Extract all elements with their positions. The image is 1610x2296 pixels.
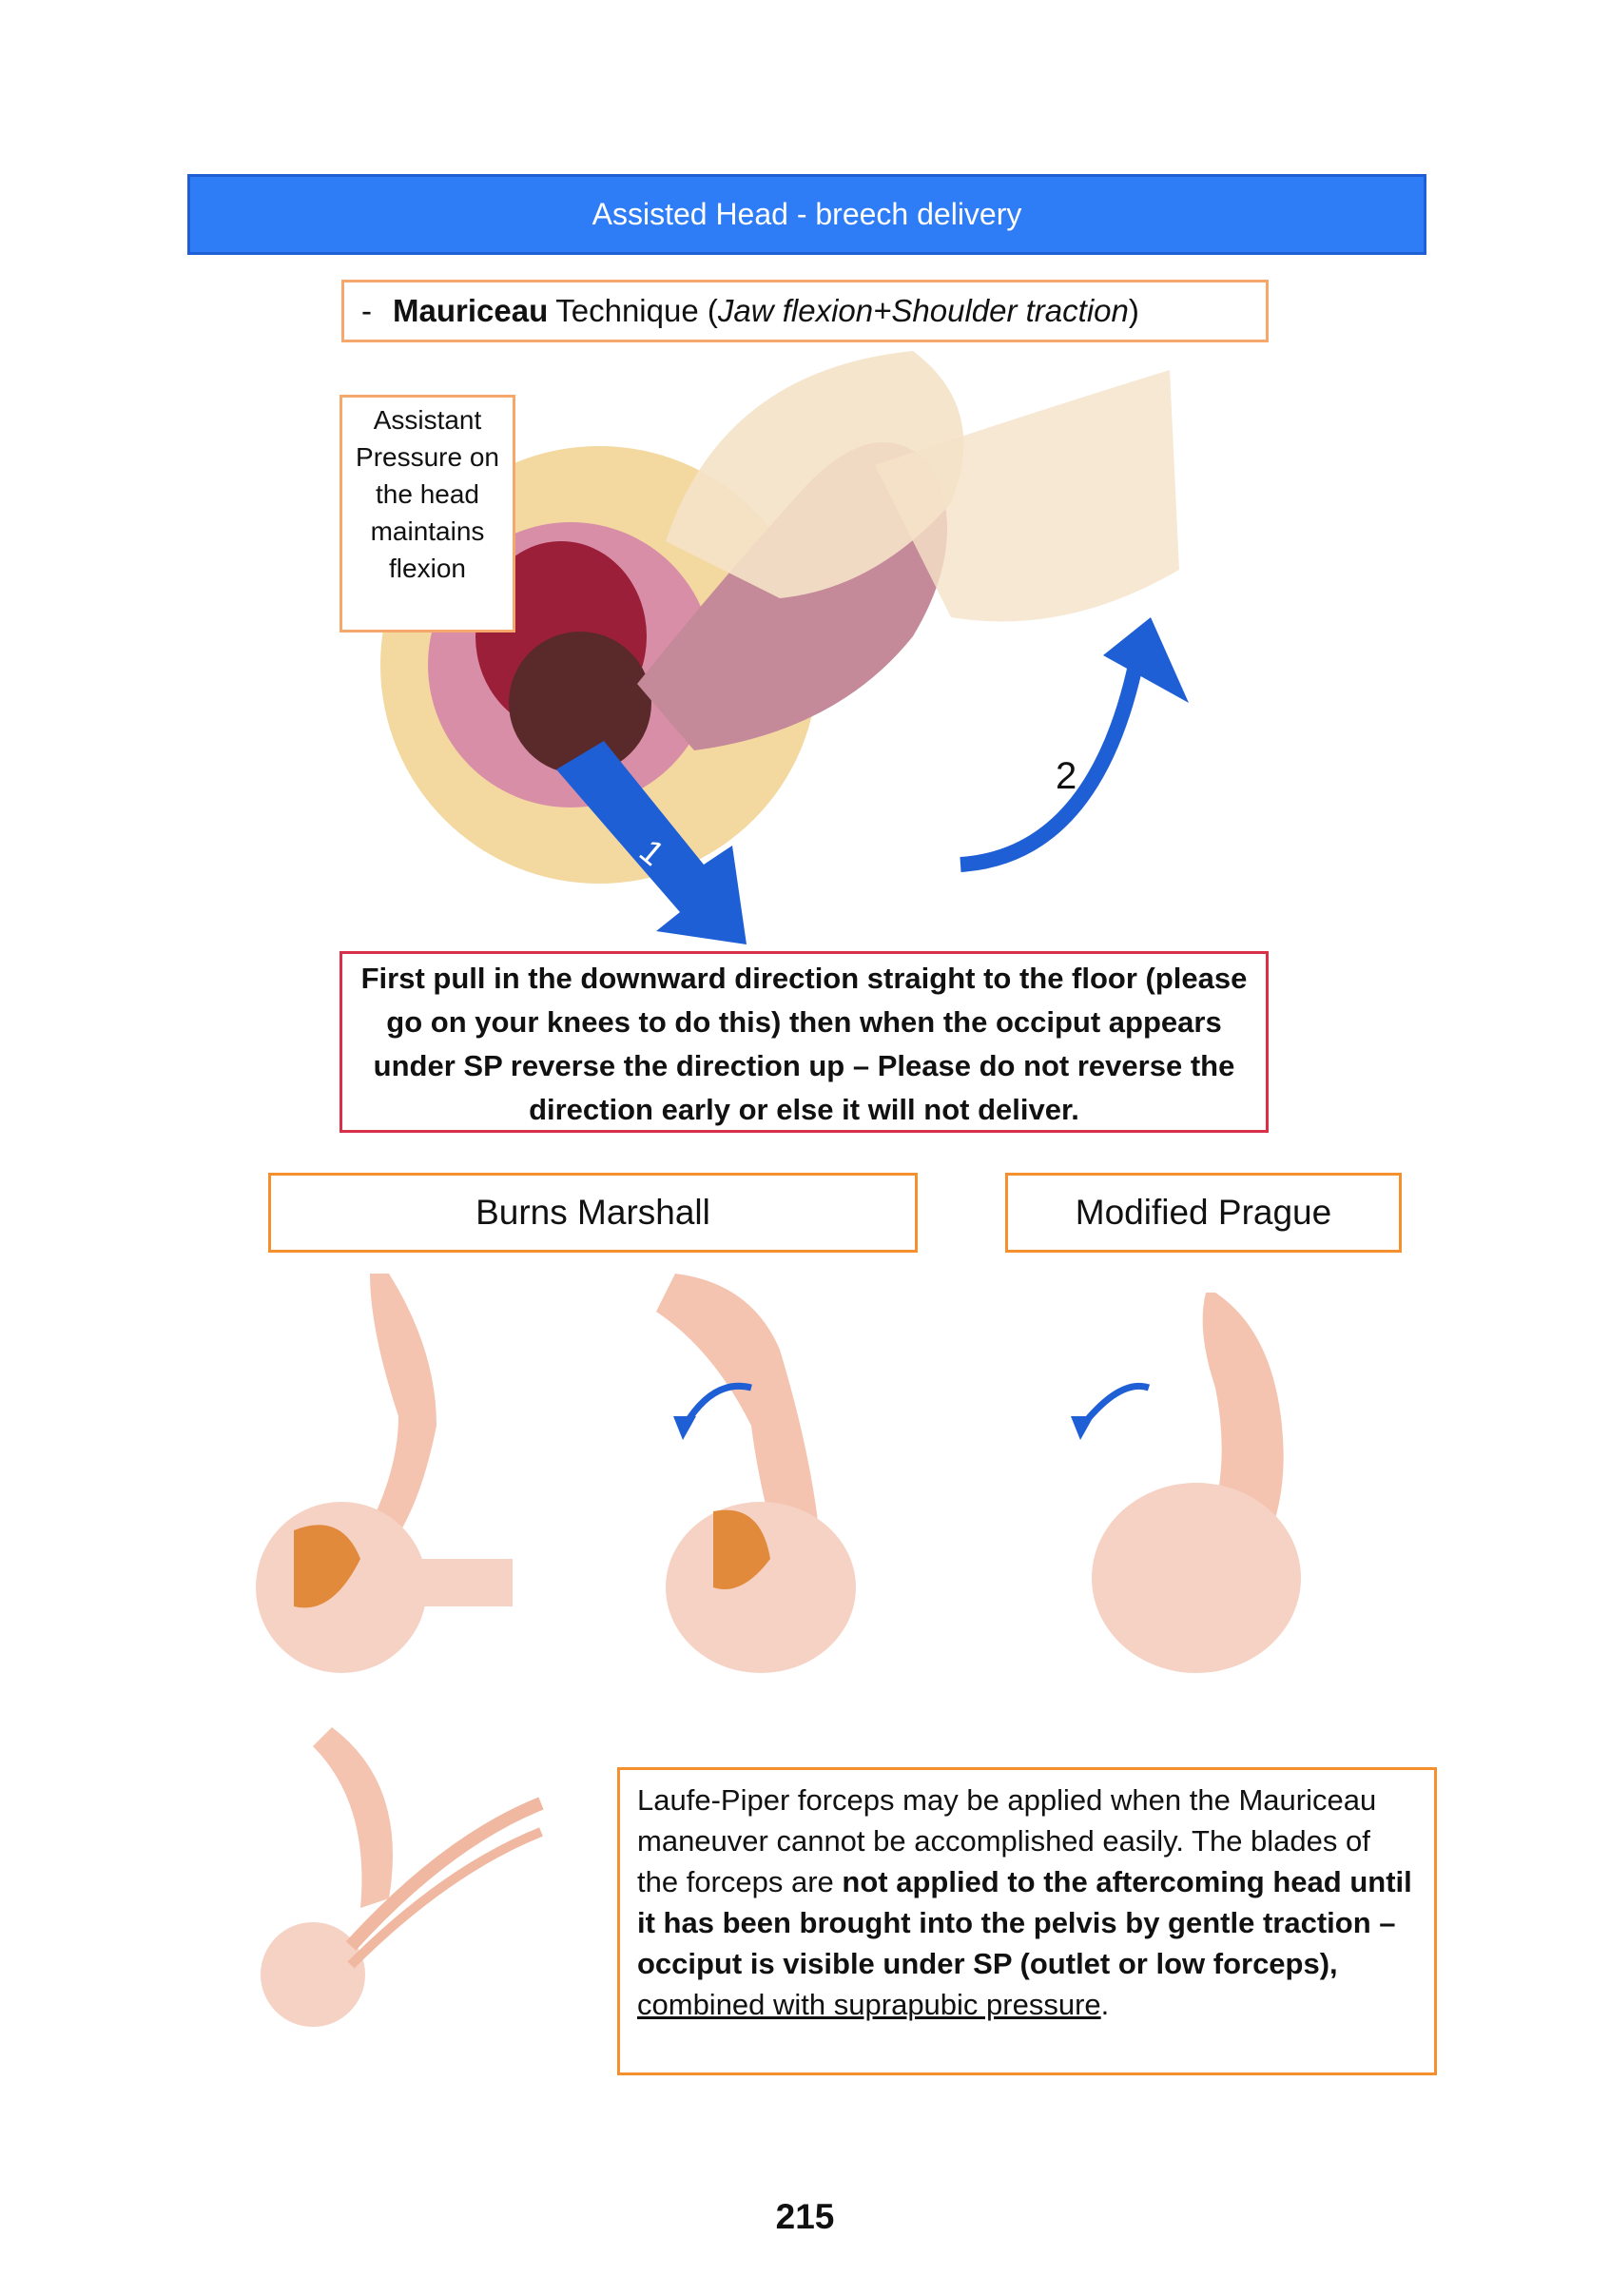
hand-shape-2 (875, 370, 1179, 622)
modified-prague-illustration (1071, 1293, 1301, 1673)
upward-arrow-icon (960, 617, 1189, 872)
forceps-illustration (261, 1727, 544, 2027)
forceps-note: Laufe-Piper forceps may be applied when … (617, 1767, 1437, 2075)
forceps-note-underlined: combined with suprapubic pressure (637, 1988, 1101, 2021)
bullet-dash: - (361, 293, 372, 328)
fetal-head (509, 632, 651, 774)
arrow-2-label: 2 (1056, 755, 1077, 797)
instruction-box: First pull in the downward direction str… (339, 951, 1269, 1133)
modified-prague-label: Modified Prague (1005, 1173, 1402, 1253)
technique-word: Technique (555, 293, 699, 328)
section-header: Assisted Head - breech delivery (187, 174, 1426, 255)
page-number: 215 (775, 2197, 835, 2236)
assistant-note: Assistant Pressure on the head maintains… (339, 395, 515, 632)
technique-name: Mauriceau (393, 293, 549, 328)
technique-detail: Jaw flexion+Shoulder traction (717, 293, 1129, 328)
burns-marshall-step2-illustration (656, 1274, 856, 1673)
period: . (1100, 1988, 1110, 2021)
paren-close: ) (1128, 293, 1139, 328)
technique-title: - Mauriceau Technique (Jaw flexion+Shoul… (341, 280, 1269, 342)
hand-shape (666, 351, 964, 598)
forceps-note-text: Laufe-Piper forceps may be applied when … (637, 1783, 1377, 1898)
burns-marshall-label: Burns Marshall (268, 1173, 918, 1253)
downward-arrow-icon: 1 (556, 741, 747, 944)
rotate-arrow-icon (1079, 1382, 1151, 1429)
paren-open: ( (707, 293, 718, 328)
burns-marshall-step1-illustration (256, 1274, 513, 1673)
forceps-note-bold: not applied to the aftercoming head unti… (637, 1865, 1412, 1980)
